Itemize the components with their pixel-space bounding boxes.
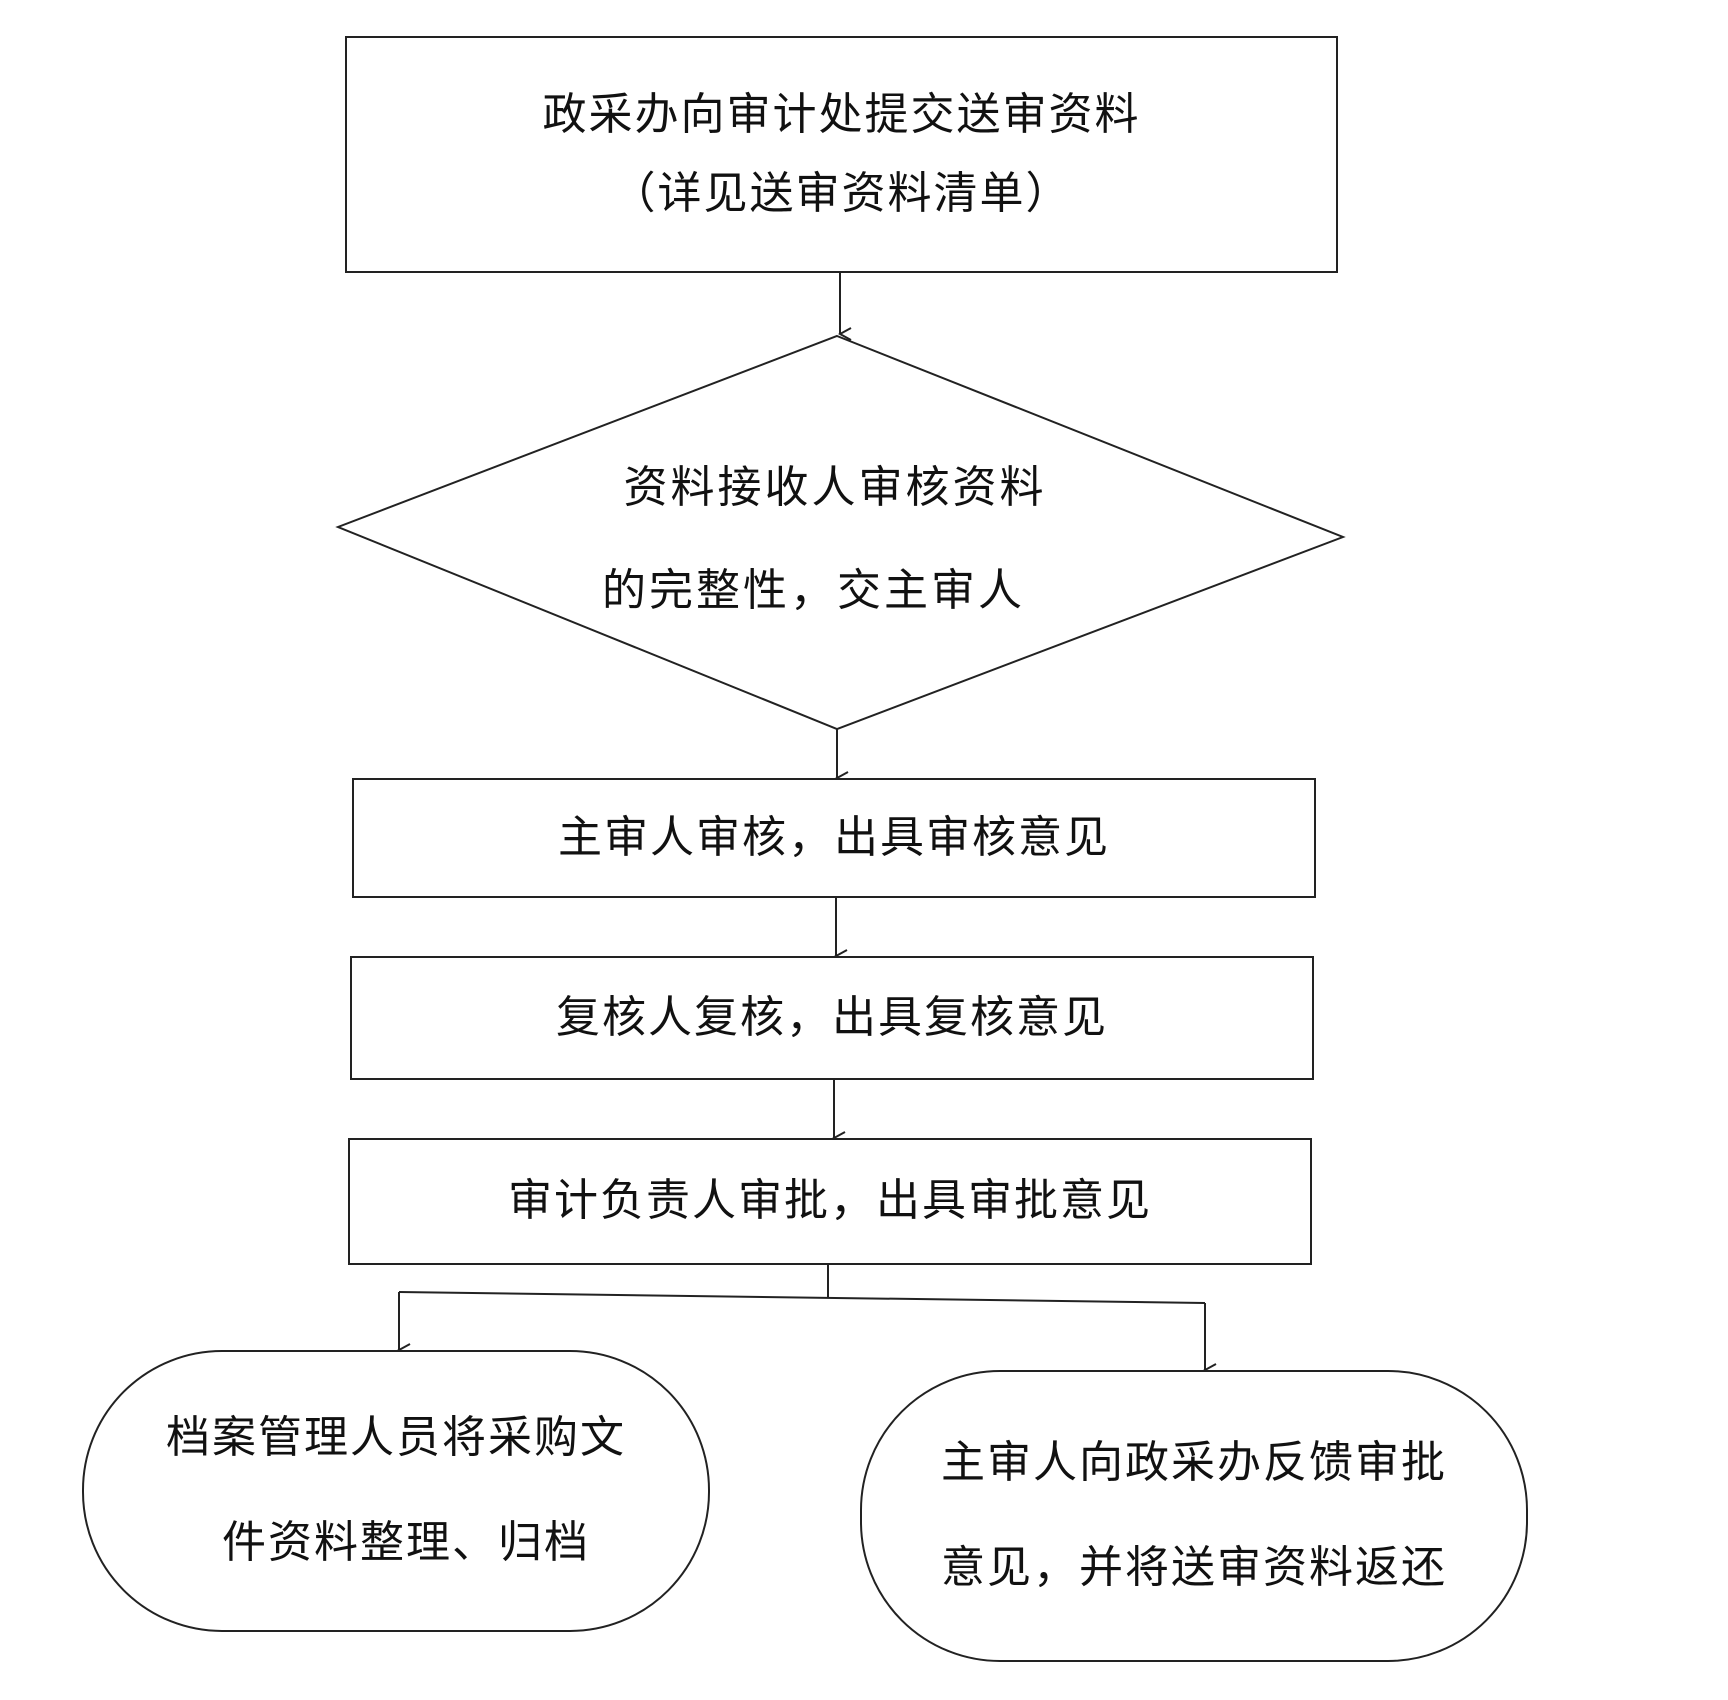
feedback-line2: 意见，并将送审资料返还: [941, 1542, 1447, 1593]
archive-line2: 件资料整理、归档: [222, 1517, 590, 1568]
archive-line1: 档案管理人员将采购文: [166, 1412, 626, 1464]
connector-split-horizontal: [398, 1291, 1206, 1304]
submit-materials-line1: 政采办向审计处提交送审资料: [542, 88, 1141, 140]
lead-review-box: 主审人审核，出具审核意见: [352, 778, 1316, 898]
feedback-terminal: 主审人向政采办反馈审批 意见，并将送审资料返还: [860, 1370, 1528, 1662]
approval-text: 审计负责人审批，出具审批意见: [508, 1175, 1152, 1227]
feedback-line1: 主审人向政采办反馈审批: [941, 1437, 1447, 1489]
archive-terminal: 档案管理人员将采购文 件资料整理、归档: [82, 1350, 710, 1632]
decision-diamond-text: 资料接收人审核资料 的完整性，交主审人: [560, 462, 1110, 618]
recheck-box: 复核人复核，出具复核意见: [350, 956, 1314, 1080]
decision-line2: 的完整性，交主审人: [602, 564, 1025, 616]
recheck-text: 复核人复核，出具复核意见: [556, 991, 1108, 1043]
approval-box: 审计负责人审批，出具审批意见: [348, 1138, 1312, 1265]
decision-line1: 资料接收人审核资料: [623, 462, 1047, 513]
submit-materials-line2: （详见送审资料清单）: [611, 167, 1072, 219]
lead-review-text: 主审人审核，出具审核意见: [558, 811, 1110, 863]
submit-materials-box: 政采办向审计处提交送审资料 （详见送审资料清单）: [345, 36, 1338, 273]
